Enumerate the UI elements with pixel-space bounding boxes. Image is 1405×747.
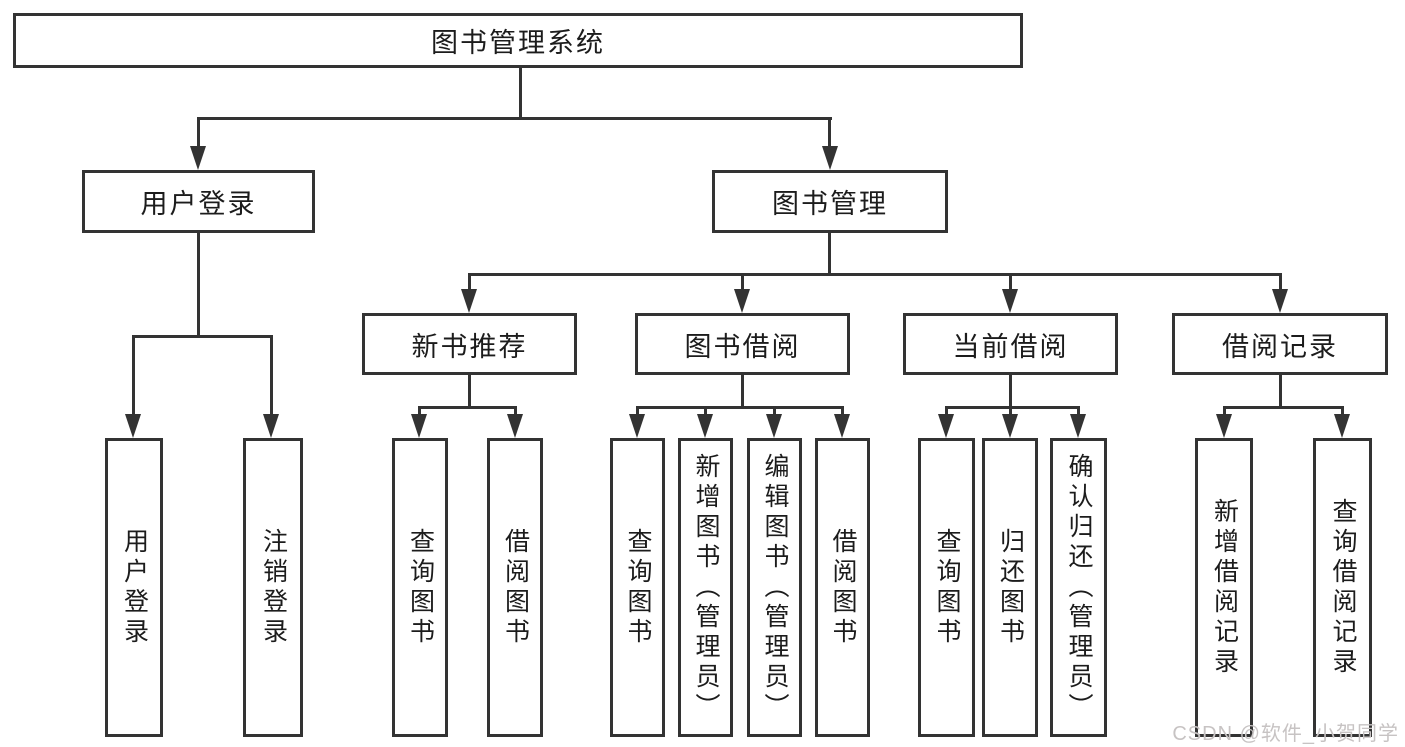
leaf-cb-confirm-return: 确认归还（管理员） <box>1050 438 1107 737</box>
node-book-borrow-label: 图书借阅 <box>684 331 801 362</box>
leaf-bb-borrow-book-label: 借阅图书 <box>829 527 857 648</box>
connector-new-book-stem <box>468 375 471 409</box>
node-user-login-label: 用户登录 <box>140 189 257 219</box>
connector-drop-leaf-user-login <box>132 335 135 417</box>
node-root: 图书管理系统 <box>13 13 1023 68</box>
connector-drop-cb-query <box>945 406 948 417</box>
node-current-borrow-label: 当前借阅 <box>952 331 1069 362</box>
arrowhead-down-icon <box>822 146 838 170</box>
connector-book-borrow-stem <box>741 375 744 409</box>
leaf-bb-add-book-label: 新增图书（管理员） <box>692 452 720 723</box>
connector-drop-new-book <box>468 273 471 293</box>
node-new-book-recommend: 新书推荐 <box>362 313 577 375</box>
leaf-bb-edit-book-label: 编辑图书（管理员） <box>761 452 789 723</box>
connector-current-borrow-stem <box>1009 375 1012 409</box>
connector-drop-bb-query <box>636 406 639 417</box>
connector-drop-br-query <box>1341 406 1344 417</box>
leaf-nb-borrow-book-label: 借阅图书 <box>501 527 530 648</box>
leaf-bb-borrow-book: 借阅图书 <box>815 438 870 737</box>
connector-level2-rail <box>468 273 1282 276</box>
connector-drop-nb-borrow <box>514 406 517 417</box>
arrowhead-down-icon <box>938 414 954 438</box>
leaf-bb-add-book: 新增图书（管理员） <box>678 438 733 737</box>
connector-drop-cb-return <box>1009 406 1012 417</box>
arrowhead-down-icon <box>461 289 477 313</box>
connector-drop-bb-edit <box>773 406 776 417</box>
leaf-bb-query-book-label: 查询图书 <box>624 527 652 648</box>
arrowhead-down-icon <box>734 289 750 313</box>
connector-drop-user-login <box>197 117 200 152</box>
leaf-cb-return-book: 归还图书 <box>982 438 1038 737</box>
connector-drop-borrow-record <box>1279 273 1282 293</box>
connector-borrow-record-rail <box>1223 406 1343 409</box>
connector-user-login-stem <box>197 233 200 337</box>
arrowhead-down-icon <box>1216 414 1232 438</box>
leaf-cb-confirm-return-label: 确认归还（管理员） <box>1065 452 1093 723</box>
arrowhead-down-icon <box>1070 414 1086 438</box>
leaf-br-query-record-label: 查询借阅记录 <box>1329 497 1357 678</box>
leaf-nb-query-book: 查询图书 <box>392 438 448 737</box>
node-root-label: 图书管理系统 <box>431 28 605 58</box>
arrowhead-down-icon <box>190 146 206 170</box>
arrowhead-down-icon <box>507 414 523 438</box>
leaf-logout-label: 注销登录 <box>259 527 288 648</box>
arrowhead-down-icon <box>766 414 782 438</box>
arrowhead-down-icon <box>1334 414 1350 438</box>
arrowhead-down-icon <box>834 414 850 438</box>
connector-drop-current-borrow <box>1009 273 1012 293</box>
arrowhead-down-icon <box>1272 289 1288 313</box>
leaf-cb-return-book-label: 归还图书 <box>996 527 1025 648</box>
leaf-br-add-record-label: 新增借阅记录 <box>1210 497 1239 678</box>
node-book-borrow: 图书借阅 <box>635 313 850 375</box>
leaf-cb-query-book: 查询图书 <box>918 438 975 737</box>
connector-drop-book-borrow <box>741 273 744 293</box>
leaf-nb-query-book-label: 查询图书 <box>406 527 435 648</box>
connector-current-borrow-rail <box>945 406 1079 409</box>
connector-new-book-rail <box>418 406 517 409</box>
node-borrow-record-label: 借阅记录 <box>1222 331 1338 362</box>
leaf-bb-edit-book: 编辑图书（管理员） <box>747 438 802 737</box>
connector-borrow-record-stem <box>1279 375 1282 409</box>
leaf-user-login: 用户登录 <box>105 438 163 737</box>
leaf-br-query-record: 查询借阅记录 <box>1313 438 1372 737</box>
connector-drop-br-add <box>1223 406 1226 417</box>
connector-user-login-rail <box>132 335 273 338</box>
leaf-nb-borrow-book: 借阅图书 <box>487 438 543 737</box>
arrowhead-down-icon <box>411 414 427 438</box>
arrowhead-down-icon <box>629 414 645 438</box>
leaf-bb-query-book: 查询图书 <box>610 438 665 737</box>
node-user-login: 用户登录 <box>82 170 315 233</box>
csdn-watermark: CSDN @软件_小贺同学 <box>1172 723 1399 745</box>
leaf-user-login-label: 用户登录 <box>120 527 149 648</box>
node-new-book-recommend-label: 新书推荐 <box>411 331 528 362</box>
connector-level1-rail <box>197 117 832 120</box>
node-book-management: 图书管理 <box>712 170 948 233</box>
connector-drop-cb-confirm <box>1077 406 1080 417</box>
node-book-management-label: 图书管理 <box>772 189 888 219</box>
connector-drop-leaf-logout <box>270 335 273 417</box>
leaf-cb-query-book-label: 查询图书 <box>933 527 961 648</box>
connector-book-management-stem <box>828 233 831 275</box>
arrowhead-down-icon <box>1002 414 1018 438</box>
connector-drop-nb-query <box>418 406 421 417</box>
node-borrow-record: 借阅记录 <box>1172 313 1388 375</box>
arrowhead-down-icon <box>125 414 141 438</box>
connector-book-borrow-rail <box>636 406 843 409</box>
connector-root-stem <box>519 68 522 118</box>
arrowhead-down-icon <box>697 414 713 438</box>
arrowhead-down-icon <box>1002 289 1018 313</box>
connector-drop-book-management <box>828 117 831 152</box>
node-current-borrow: 当前借阅 <box>903 313 1118 375</box>
arrowhead-down-icon <box>263 414 279 438</box>
leaf-br-add-record: 新增借阅记录 <box>1195 438 1253 737</box>
connector-drop-bb-borrow <box>841 406 844 417</box>
connector-drop-bb-add <box>704 406 707 417</box>
leaf-logout: 注销登录 <box>243 438 303 737</box>
